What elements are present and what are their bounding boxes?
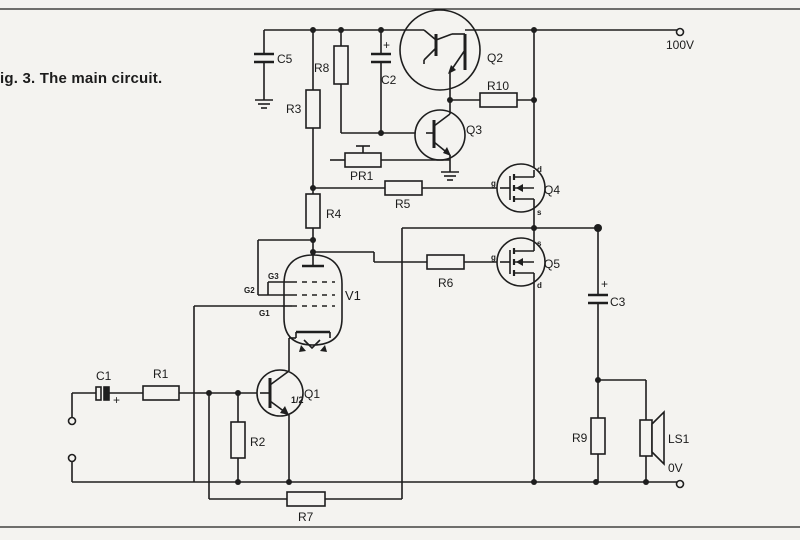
mosfet-q5 xyxy=(496,228,546,287)
label-q4: Q4 xyxy=(544,183,560,197)
ground-q3 xyxy=(441,171,459,181)
label-c3-plus: + xyxy=(601,277,608,291)
input-terminal-bottom xyxy=(67,453,77,482)
label-q5-g: g xyxy=(491,253,496,262)
label-r6: R6 xyxy=(438,276,454,290)
label-q4-d: d xyxy=(537,165,542,174)
capacitor-c2 xyxy=(371,30,391,133)
capacitor-c5 xyxy=(254,30,274,109)
wire-anode-r6 xyxy=(313,251,427,263)
supply-rail xyxy=(534,27,685,37)
label-q4-g: g xyxy=(491,179,496,188)
mosfet-q4 xyxy=(496,163,546,228)
resistor-r10 xyxy=(450,92,534,108)
label-0v: 0V xyxy=(668,461,683,475)
label-r9: R9 xyxy=(572,431,588,445)
resistor-r9 xyxy=(590,380,606,482)
label-g1: G1 xyxy=(259,309,270,318)
label-q1-prefix: 1/2 xyxy=(291,395,304,405)
valve-v1 xyxy=(258,250,343,352)
label-c2-plus: + xyxy=(383,38,390,52)
wire-g2-anode xyxy=(257,239,313,295)
node-c2-bottom xyxy=(378,130,384,136)
resistor-r5 xyxy=(313,180,500,196)
label-q2: Q2 xyxy=(487,51,503,65)
label-r5: R5 xyxy=(395,197,411,211)
label-v1: V1 xyxy=(345,288,361,303)
resistor-r2 xyxy=(230,393,246,482)
label-r10: R10 xyxy=(487,79,509,93)
label-q1: Q1 xyxy=(304,387,320,401)
label-c2: C2 xyxy=(381,73,397,87)
capacitor-c1 xyxy=(95,386,143,401)
label-q5: Q5 xyxy=(544,257,560,271)
resistor-r7 xyxy=(209,228,403,507)
label-100v: 100V xyxy=(666,38,694,52)
label-q3: Q3 xyxy=(466,123,482,137)
label-ls1: LS1 xyxy=(668,432,690,446)
label-q5-s: s xyxy=(537,239,542,248)
resistor-r6 xyxy=(426,254,500,270)
transistor-q2 xyxy=(399,9,534,100)
label-r4: R4 xyxy=(326,207,342,221)
resistor-r4 xyxy=(305,188,321,229)
loudspeaker-ls1 xyxy=(598,379,665,482)
transistor-q1 xyxy=(256,338,304,482)
label-c3: C3 xyxy=(610,295,626,309)
transistor-q3 xyxy=(414,100,466,172)
node-rail-r3 xyxy=(310,27,316,33)
resistor-r1 xyxy=(142,385,260,401)
label-c5: C5 xyxy=(277,52,293,66)
label-q4-s: s xyxy=(537,208,542,217)
label-g3: G3 xyxy=(268,272,279,281)
label-c1-plus: + xyxy=(113,393,120,407)
label-q5-d: d xyxy=(537,281,542,290)
figure-caption: ig. 3. The main circuit. xyxy=(0,70,163,87)
ground-bus xyxy=(72,479,685,489)
label-r8: R8 xyxy=(314,61,330,75)
preset-pr1 xyxy=(330,145,450,168)
label-r1: R1 xyxy=(153,367,169,381)
resistor-r3 xyxy=(305,30,321,188)
label-r3: R3 xyxy=(286,102,302,116)
label-r7: R7 xyxy=(298,510,314,524)
capacitor-c3 xyxy=(588,228,608,380)
label-g2: G2 xyxy=(244,286,255,295)
label-r2: R2 xyxy=(250,435,266,449)
label-pr1: PR1 xyxy=(350,169,374,183)
label-c1: C1 xyxy=(96,369,112,383)
input-terminal-top xyxy=(67,392,96,426)
